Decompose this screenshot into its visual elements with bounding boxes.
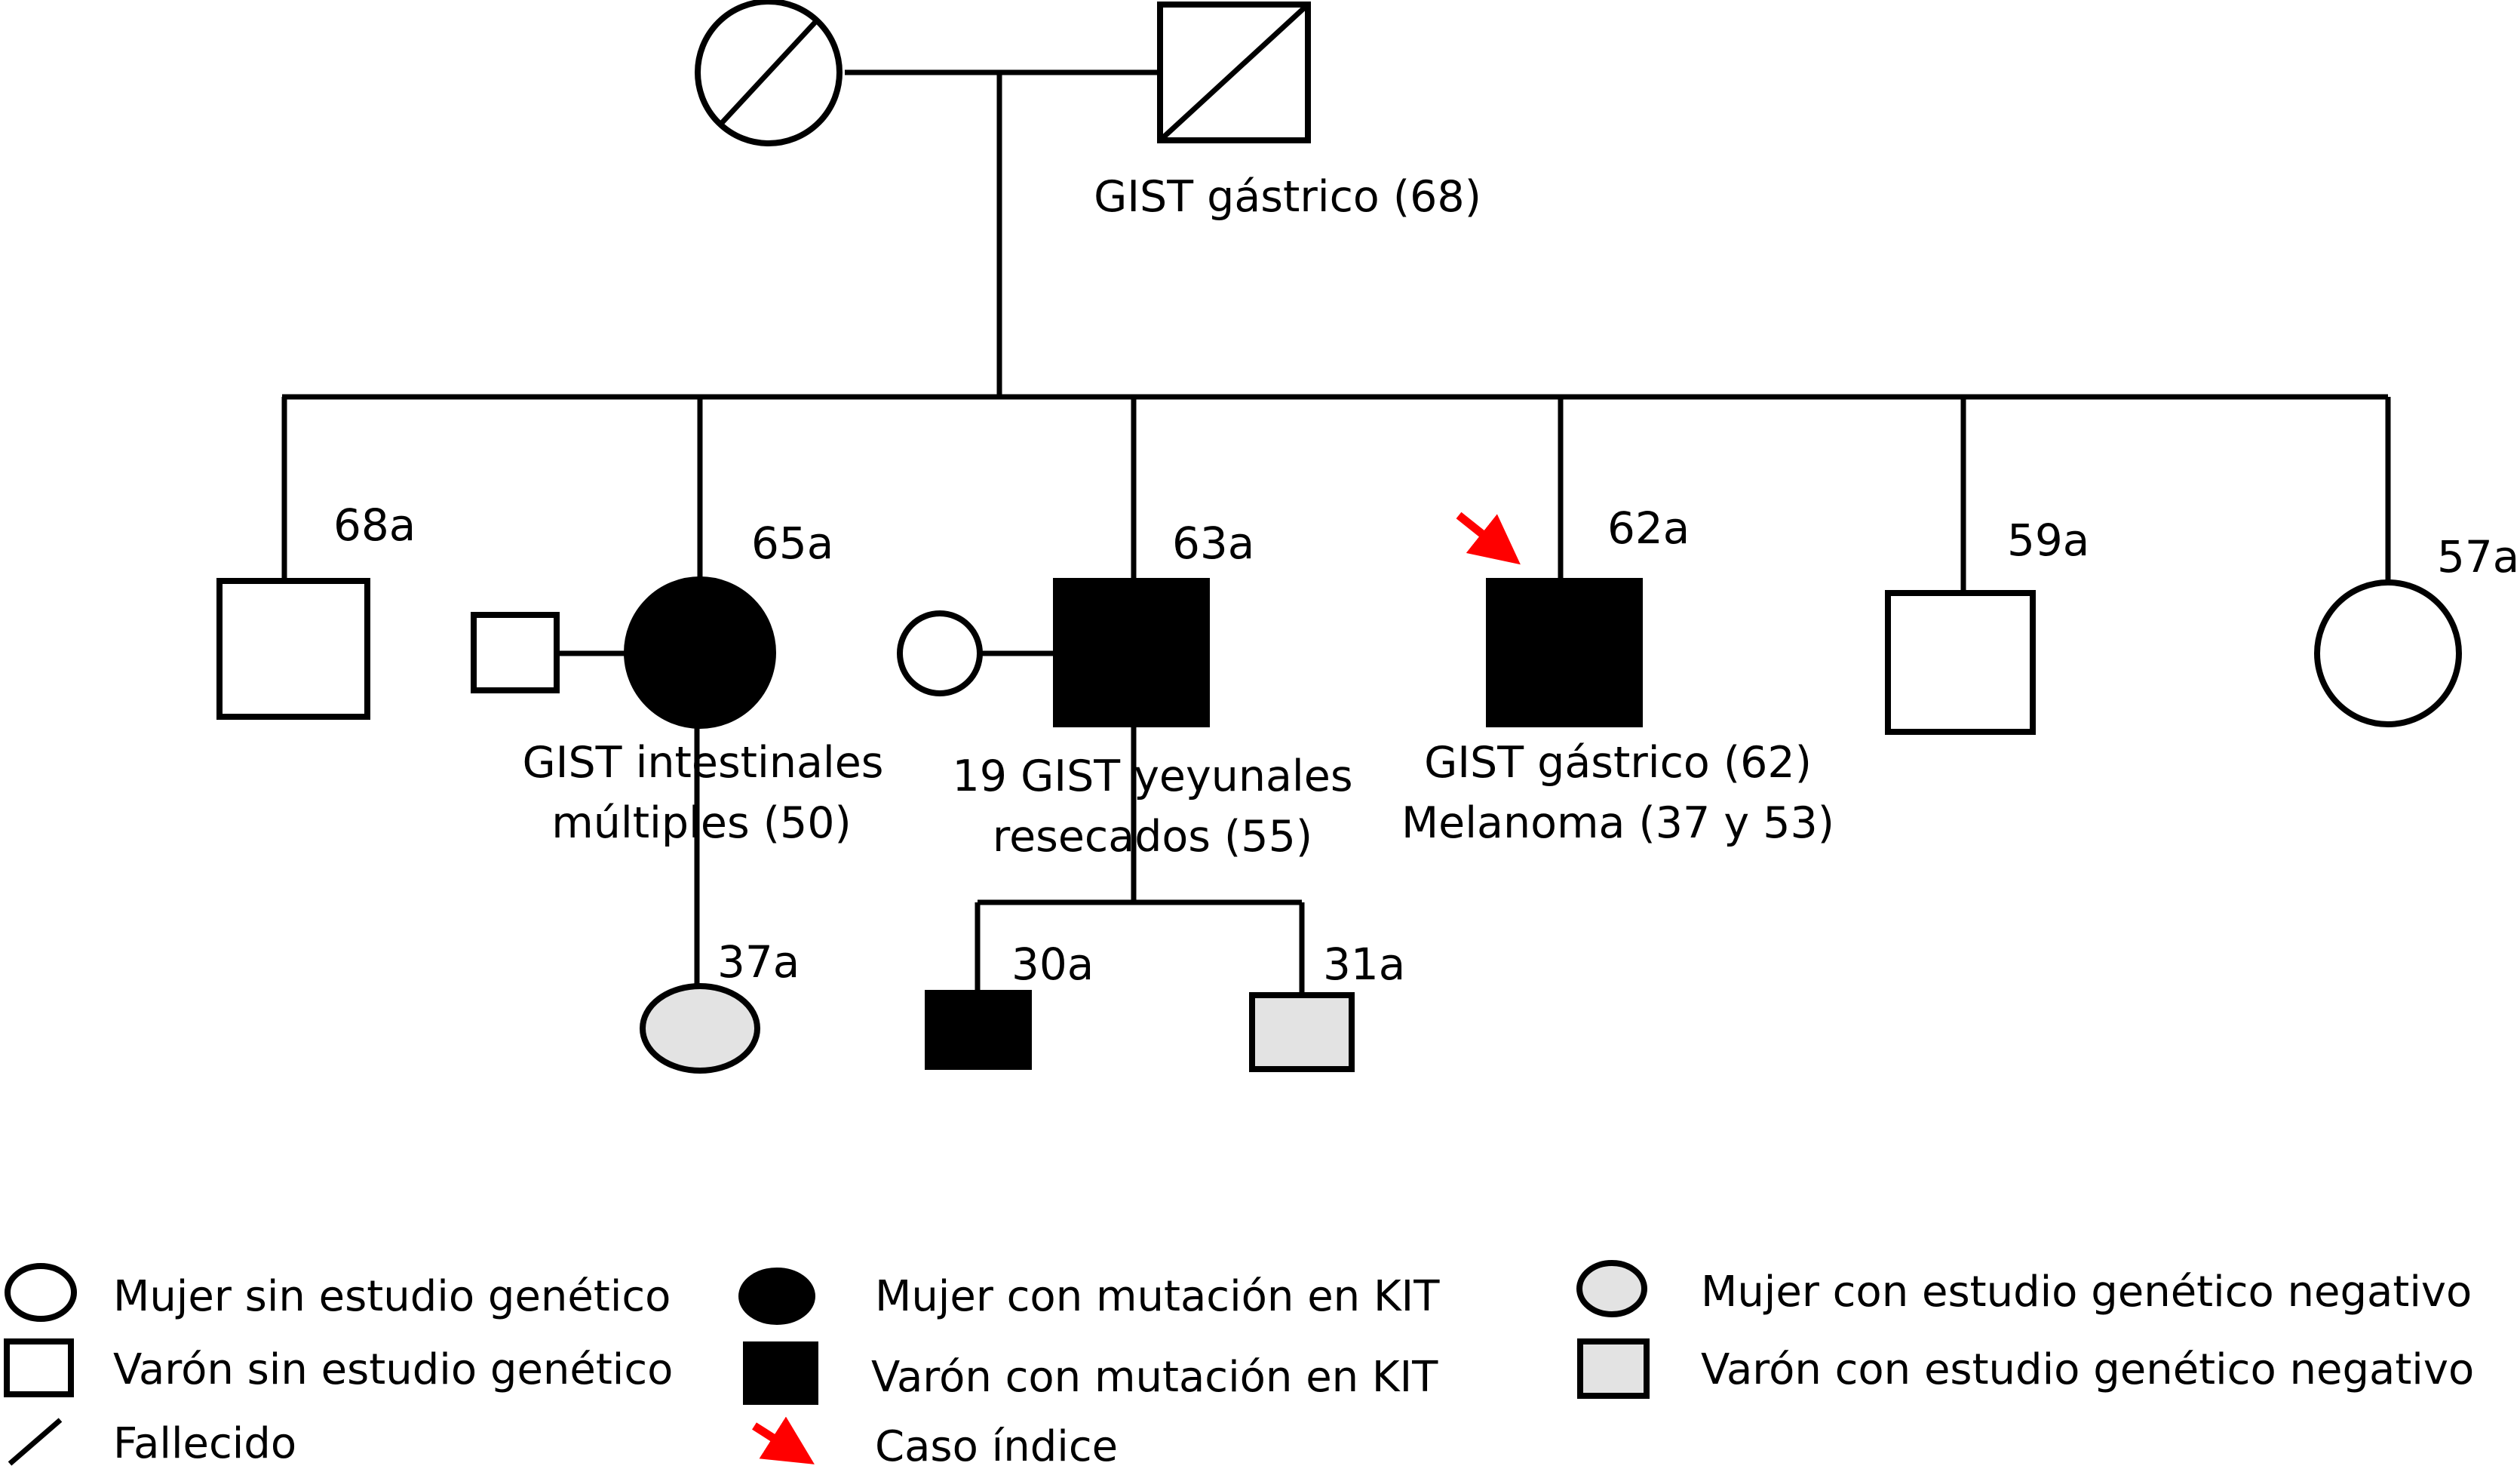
legend-female-untested-symbol (5, 1263, 77, 1322)
son2-male-negative (1249, 992, 1355, 1072)
legend-male-kit-label: Varón con mutación en KIT (871, 1353, 1438, 1402)
sib4-note-line2: Melanoma (37 y 53) (1401, 798, 1834, 848)
sib5-age: 59a (2007, 515, 2089, 566)
legend: Mujer sin estudio genético Varón sin est… (4, 1260, 2474, 1471)
son1-age: 30a (1011, 939, 1094, 990)
sib2-spouse-male-untested (471, 612, 560, 693)
connection-lines (281, 69, 2391, 995)
sib6-female-untested (2314, 579, 2462, 727)
legend-proband-label: Caso índice (875, 1422, 1118, 1471)
sib3-note-line2: resecados (55) (993, 812, 1312, 862)
grandmother-deceased-slash (718, 18, 819, 127)
generation-2: 68a 65a GIST intestinales múltiples (50)… (216, 499, 2519, 862)
son2-age: 31a (1323, 939, 1405, 990)
legend-female-untested-label: Mujer sin estudio genético (113, 1272, 671, 1321)
sib3-spouse-female-untested (897, 610, 983, 696)
sib5-male-untested (1885, 590, 2036, 735)
sib1-age: 68a (333, 499, 416, 551)
legend-deceased-symbol (8, 1418, 63, 1466)
sib6-age: 57a (2437, 531, 2519, 582)
legend-female-negative-label: Mujer con estudio genético negativo (1701, 1268, 2472, 1317)
sib2-female-kit-mutation (624, 576, 776, 729)
legend-male-untested-symbol (4, 1338, 74, 1397)
grandfather-deceased-slash (1158, 2, 1310, 143)
son1-male-kit-mutation (925, 990, 1032, 1070)
sib3-male-kit-mutation (1053, 578, 1210, 727)
legend-proband-arrow-symbol (752, 1416, 815, 1464)
daughter-female-negative (640, 983, 760, 1074)
sib2-note-line1: GIST intestinales (522, 738, 883, 788)
proband-arrow (1456, 512, 1521, 565)
sib3-age: 63a (1172, 518, 1254, 569)
legend-male-untested-label: Varón sin estudio genético (113, 1345, 673, 1394)
legend-female-kit-label: Mujer con mutación en KIT (875, 1272, 1440, 1321)
legend-female-negative-symbol (1576, 1260, 1647, 1317)
sib4-male-kit-mutation-proband (1486, 578, 1643, 727)
daughter-age: 37a (717, 936, 800, 988)
sib2-note-line2: múltiples (50) (551, 798, 852, 848)
grandfather-note: GIST gástrico (68) (1094, 172, 1481, 222)
generation-1: GIST gástrico (68) (695, 0, 1481, 222)
legend-deceased-label: Fallecido (113, 1419, 296, 1468)
legend-male-negative-label: Varón con estudio genético negativo (1701, 1345, 2474, 1394)
legend-male-kit-symbol (743, 1341, 818, 1405)
sib1-male-untested (216, 578, 370, 720)
legend-female-kit-symbol (738, 1268, 815, 1325)
generation-3: 37a 30a 31a (640, 936, 1405, 1074)
sib4-note-line1: GIST gástrico (62) (1424, 738, 1812, 788)
sib3-note-line1: 19 GIST yeyunales (952, 751, 1352, 801)
sib4-age: 62a (1607, 502, 1690, 554)
sib2-age: 65a (751, 518, 833, 569)
legend-male-negative-symbol (1577, 1338, 1650, 1399)
